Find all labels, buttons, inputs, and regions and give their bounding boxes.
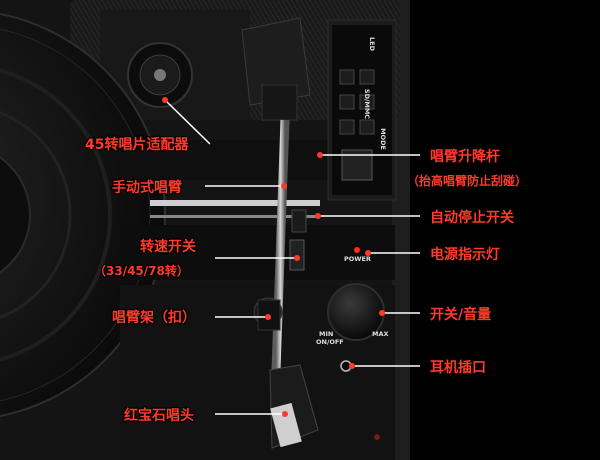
label-auto-stop: 自动停止开关 xyxy=(430,210,514,226)
power-label: POWER xyxy=(344,255,371,263)
label-adapter: 45转唱片适配器 xyxy=(85,137,189,153)
label-arm-lift-note: （抬高唱臂防止刮碰） xyxy=(407,174,528,188)
adapter-45 xyxy=(127,42,193,108)
label-stylus: 红宝石唱头 xyxy=(124,408,194,424)
label-power-volume: 开关/音量 xyxy=(430,307,492,323)
mode-label: MODE xyxy=(378,128,387,150)
label-headphone: 耳机插口 xyxy=(430,360,486,376)
label-power-led: 电源指示灯 xyxy=(430,247,500,263)
label-tonearm: 手动式唱臂 xyxy=(112,180,182,196)
on-off-label: ON/OFF xyxy=(316,338,344,346)
label-speed-values: （33/45/78转） xyxy=(94,264,189,278)
power-led xyxy=(354,247,360,253)
max-label: MAX xyxy=(372,330,389,338)
tonearm-head-block xyxy=(241,17,311,121)
min-label: MIN xyxy=(319,330,334,338)
sd-label: SD/MMC xyxy=(363,88,372,120)
label-arm-lift: 唱臂升降杆 xyxy=(430,149,500,165)
led-label: LED xyxy=(367,37,376,51)
label-arm-rest: 唱臂架（扣） xyxy=(112,310,196,326)
label-speed-switch: 转速开关 xyxy=(140,239,196,255)
